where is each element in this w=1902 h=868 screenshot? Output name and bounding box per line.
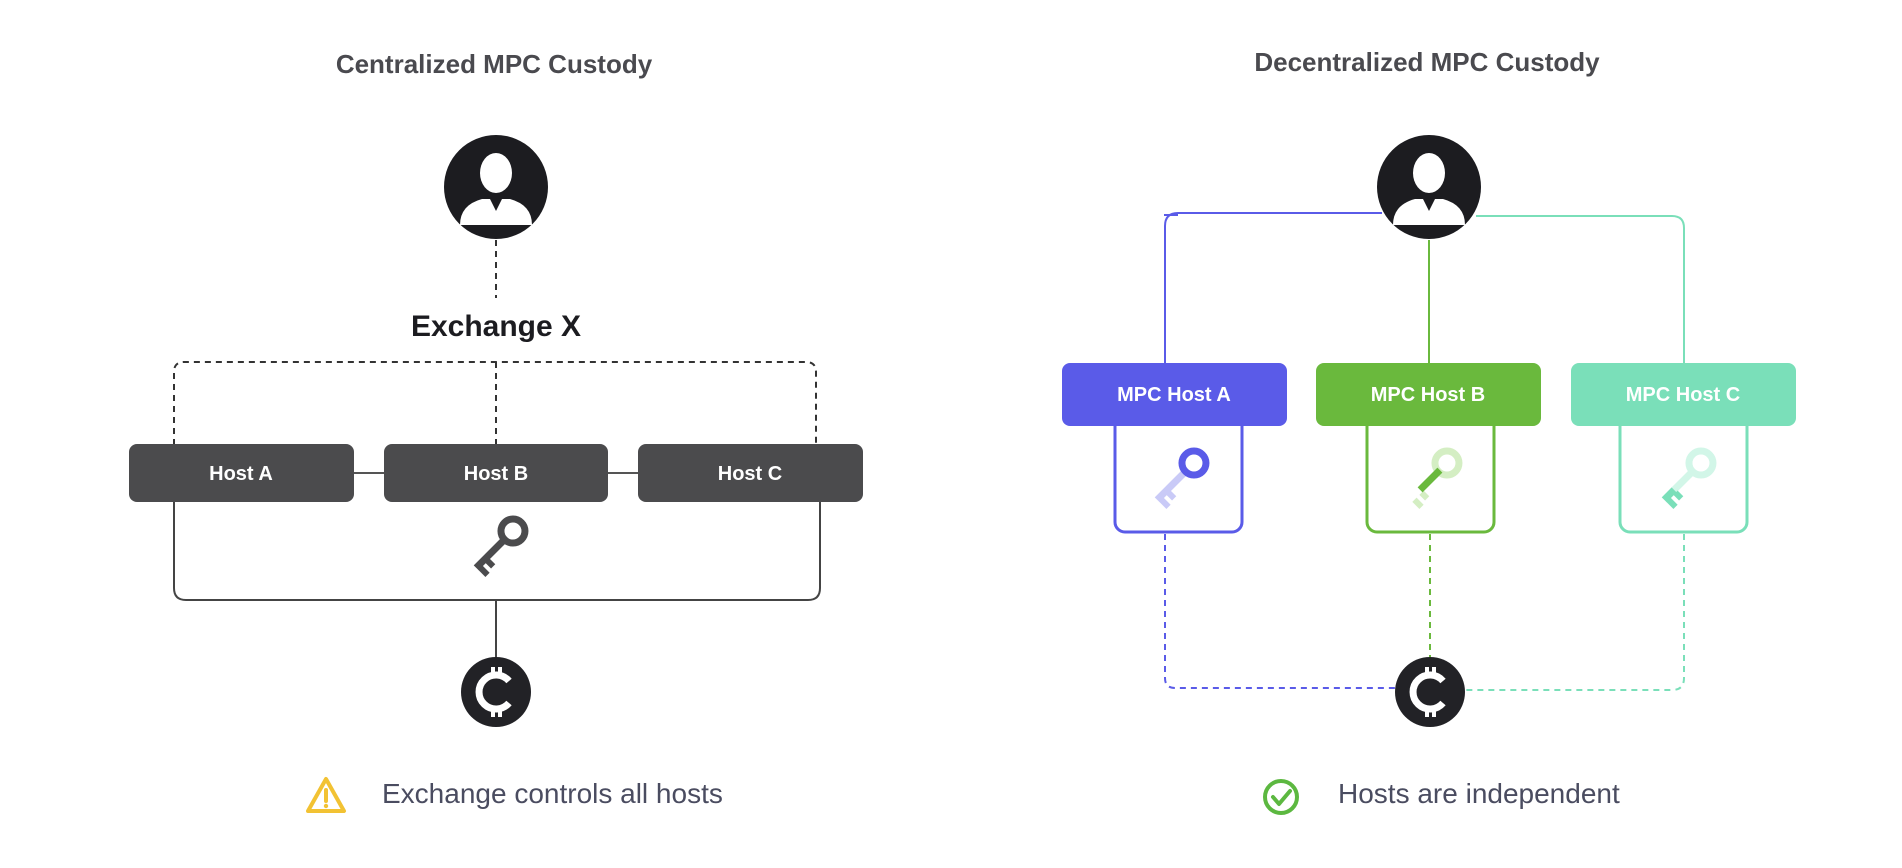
mpc-host-a-box: MPC Host A: [1062, 363, 1287, 426]
mpc-host-b-box: MPC Host B: [1316, 363, 1541, 426]
host-c-box: Host C: [638, 444, 863, 502]
svg-text:Host C: Host C: [718, 463, 782, 485]
key-icon: [473, 515, 529, 577]
key-share-a-icon: [1154, 447, 1210, 509]
check-circle-icon: [1263, 779, 1299, 815]
right-coin-icon: [1395, 657, 1465, 727]
user-to-host-a-link: [1164, 212, 1382, 364]
key-share-c-icon: [1661, 447, 1717, 509]
key-share-b-icon: [1412, 447, 1463, 509]
host-b-box: Host B: [384, 444, 608, 502]
svg-text:Host B: Host B: [464, 463, 528, 485]
right-caption: Hosts are independent: [1338, 778, 1620, 809]
left-coin-icon: [461, 657, 531, 727]
svg-text:MPC Host B: MPC Host B: [1371, 384, 1485, 406]
svg-text:MPC Host C: MPC Host C: [1626, 384, 1740, 406]
host-c-to-coin-link: [1465, 534, 1685, 691]
user-to-host-c-link: [1476, 215, 1685, 364]
right-user-icon: [1377, 135, 1481, 239]
mpc-host-c-box: MPC Host C: [1571, 363, 1796, 426]
host-a-to-coin-link: [1164, 534, 1395, 689]
svg-text:Host A: Host A: [209, 463, 273, 485]
left-user-icon: [444, 135, 548, 239]
warning-icon: [306, 777, 346, 813]
exchange-label: Exchange X: [411, 310, 581, 343]
right-title: Decentralized MPC Custody: [1254, 47, 1600, 77]
left-title: Centralized MPC Custody: [336, 49, 653, 79]
left-caption: Exchange controls all hosts: [382, 778, 723, 809]
svg-text:MPC Host A: MPC Host A: [1117, 384, 1231, 406]
host-a-box: Host A: [129, 444, 354, 502]
